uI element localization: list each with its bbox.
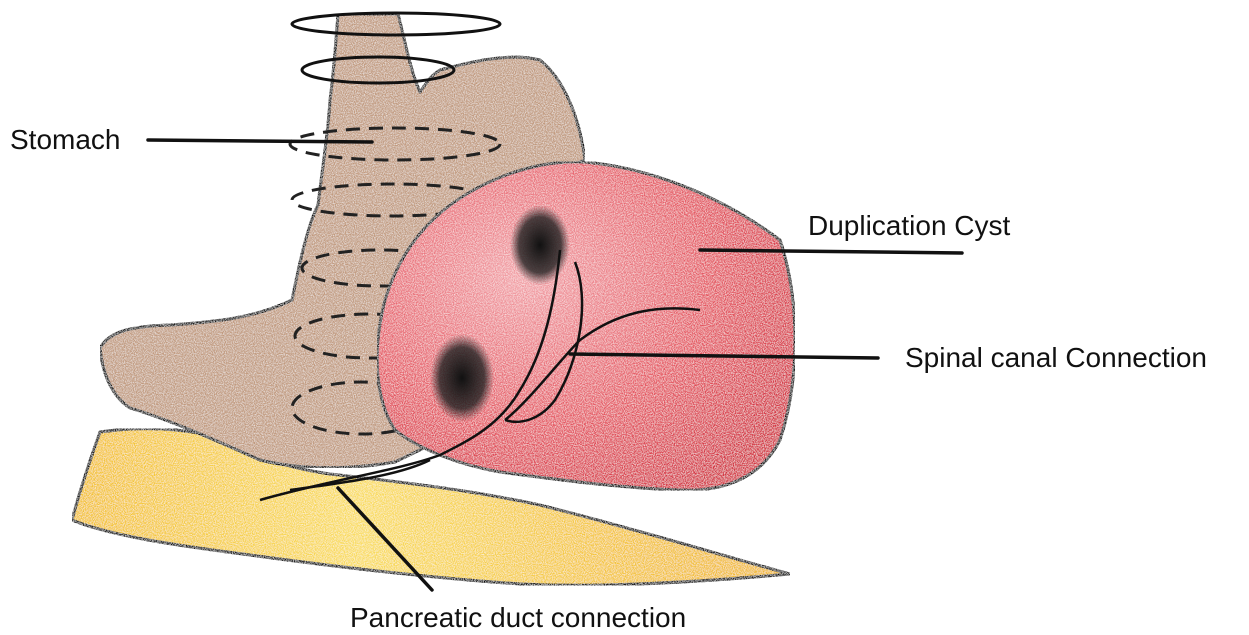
pancreatic-duct-connection-label: Pancreatic duct connection: [350, 604, 686, 632]
stomach-label: Stomach: [10, 126, 121, 154]
spinal-canal-connection-label: Spinal canal Connection: [905, 344, 1207, 372]
stomach-pointer-line: [148, 140, 372, 142]
duplication-cyst-label: Duplication Cyst: [808, 212, 1010, 240]
